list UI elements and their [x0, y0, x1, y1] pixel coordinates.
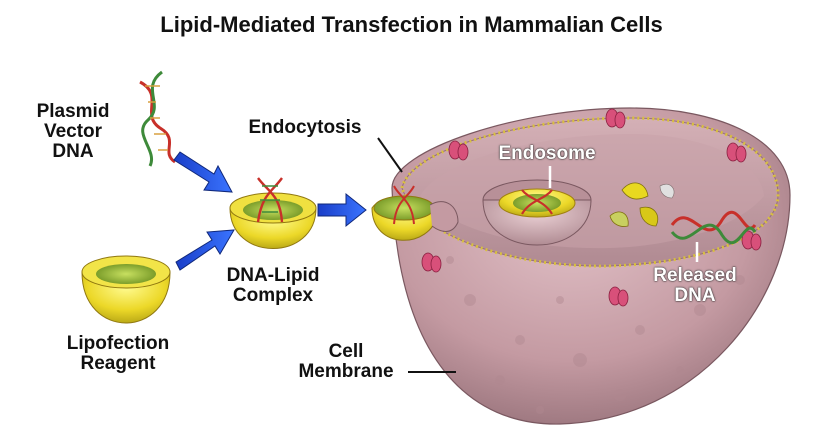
membrane-label-line-2: Membrane [298, 361, 394, 382]
dna-lipid-complex [229, 177, 317, 249]
endocytosis-leader [377, 137, 403, 173]
arrows [173, 151, 367, 271]
released-label-line-2: DNA [674, 285, 716, 306]
lipofection-reagent-label: Lipofection Reagent [48, 334, 188, 374]
complex-label-line-1: DNA-Lipid [226, 265, 320, 286]
endocytosis-label: Endocytosis [230, 118, 380, 138]
arrow-complex-to-cell [317, 192, 367, 228]
leader-lines [377, 137, 456, 373]
released-label-line-1: Released [653, 265, 737, 286]
arrow-plasmid-to-complex [173, 151, 233, 193]
dna-lipid-complex-label: DNA-Lipid Complex [208, 266, 338, 306]
membrane-receptors [421, 108, 762, 307]
lipofection-reagent [81, 255, 171, 324]
cell-surface-texture [446, 256, 745, 414]
arrow-reagent-to-complex [175, 229, 235, 271]
membrane-label-line-1: Cell [328, 341, 364, 362]
lipofection-label-line-1: Lipofection [66, 333, 170, 354]
plasmid-dna-helix [139, 70, 176, 167]
endosome-label: Endosome [482, 144, 612, 164]
endosome-label-text: Endosome [498, 143, 596, 164]
plasmid-label-line-2: Vector [43, 121, 103, 142]
cell-membrane-rim [400, 116, 780, 268]
plasmid-label-line-3: DNA [52, 141, 94, 162]
endosome [482, 166, 592, 246]
released-dna-label: Released DNA [640, 266, 750, 306]
plasmid-label-line-1: Plasmid [36, 101, 110, 122]
complex-label-line-2: Complex [232, 285, 314, 306]
released-dna-helix [670, 210, 757, 262]
lipofection-label-line-2: Reagent [80, 353, 156, 374]
endocytosis-vesicle [371, 185, 459, 241]
lipid-fragments [609, 182, 675, 227]
endocytosis-label-text: Endocytosis [248, 117, 362, 138]
plasmid-vector-dna-label: Plasmid Vector DNA [18, 102, 128, 162]
diagram-title: Lipid-Mediated Transfection in Mammalian… [160, 12, 663, 37]
cell-membrane-label: Cell Membrane [286, 342, 406, 382]
